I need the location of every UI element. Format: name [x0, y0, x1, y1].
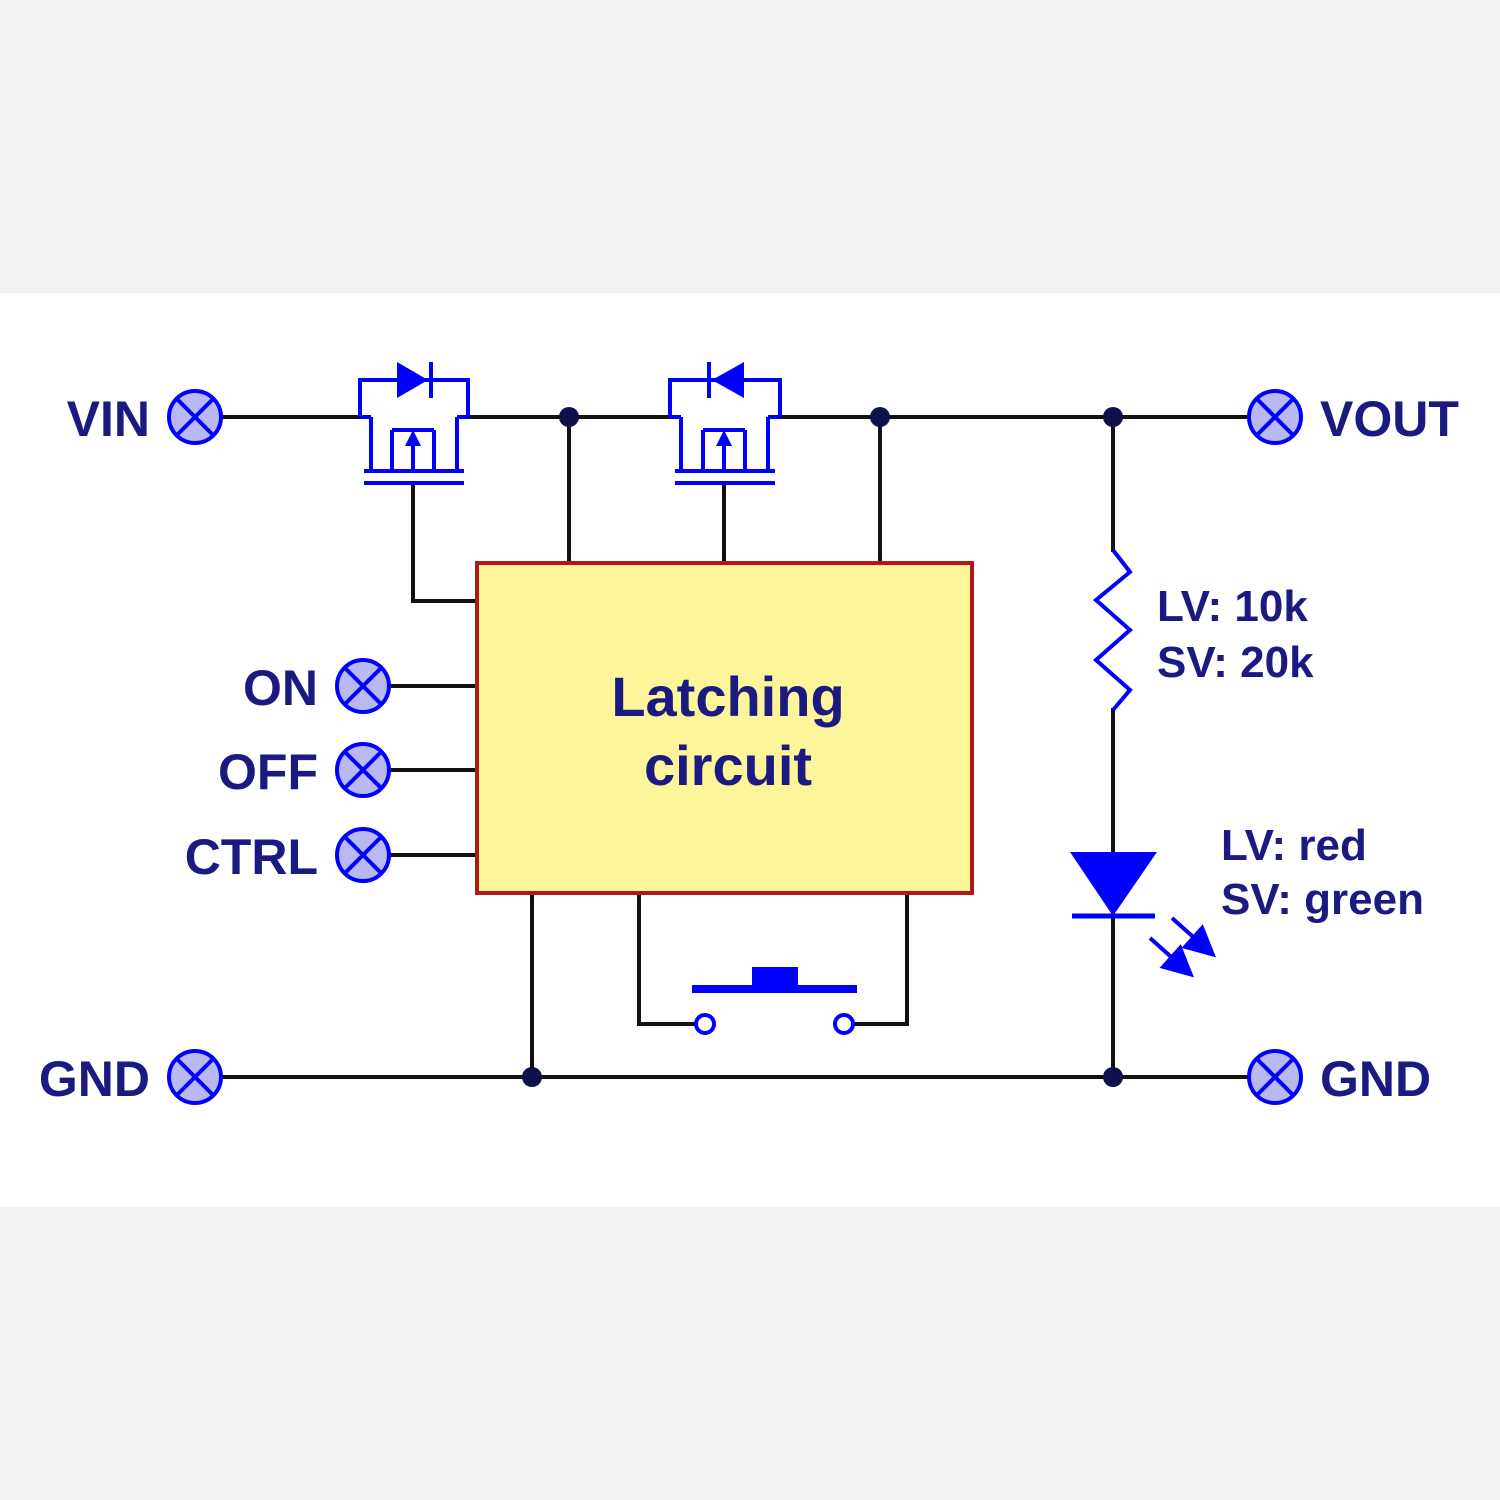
light-arrow-icon — [1170, 916, 1216, 958]
junction-nodes — [522, 407, 1123, 1087]
pushbutton-switch — [692, 967, 857, 1035]
terminal-label-vout: VOUT — [1320, 391, 1459, 447]
mosfet-1 — [358, 362, 470, 485]
resistor — [1092, 548, 1134, 712]
terminal-gnd-right[interactable] — [1247, 1049, 1303, 1105]
junction-node — [522, 1067, 542, 1087]
terminal-label-off: OFF — [218, 744, 318, 800]
resistor-label-line2: SV: 20k — [1157, 638, 1314, 687]
junction-node — [1103, 1067, 1123, 1087]
terminal-off[interactable] — [335, 742, 391, 798]
terminal-gnd-left[interactable] — [167, 1049, 223, 1105]
block-title-line1: Latching — [611, 665, 844, 728]
light-arrow-icon — [1148, 936, 1194, 978]
latching-circuit-block — [475, 561, 974, 895]
junction-node — [1103, 407, 1123, 427]
resistor-label-line1: LV: 10k — [1157, 582, 1308, 631]
terminal-label-ctrl: CTRL — [185, 829, 318, 885]
terminal-label-vin: VIN — [67, 391, 150, 447]
led — [1070, 852, 1216, 978]
junction-node — [559, 407, 579, 427]
terminal-ctrl[interactable] — [335, 827, 391, 883]
junction-node — [870, 407, 890, 427]
terminal-label-gnd-left: GND — [39, 1051, 150, 1107]
led-label-line2: SV: green — [1221, 875, 1424, 924]
terminal-vin[interactable] — [167, 389, 223, 445]
block-title-line2: circuit — [644, 734, 812, 797]
terminal-vout[interactable] — [1247, 389, 1303, 445]
led-label-line1: LV: red — [1221, 821, 1367, 870]
terminal-label-on: ON — [243, 660, 318, 716]
terminal-on[interactable] — [335, 658, 391, 714]
mosfet-2 — [668, 362, 782, 485]
terminal-label-gnd-right: GND — [1320, 1051, 1431, 1107]
wires — [220, 415, 1250, 1079]
